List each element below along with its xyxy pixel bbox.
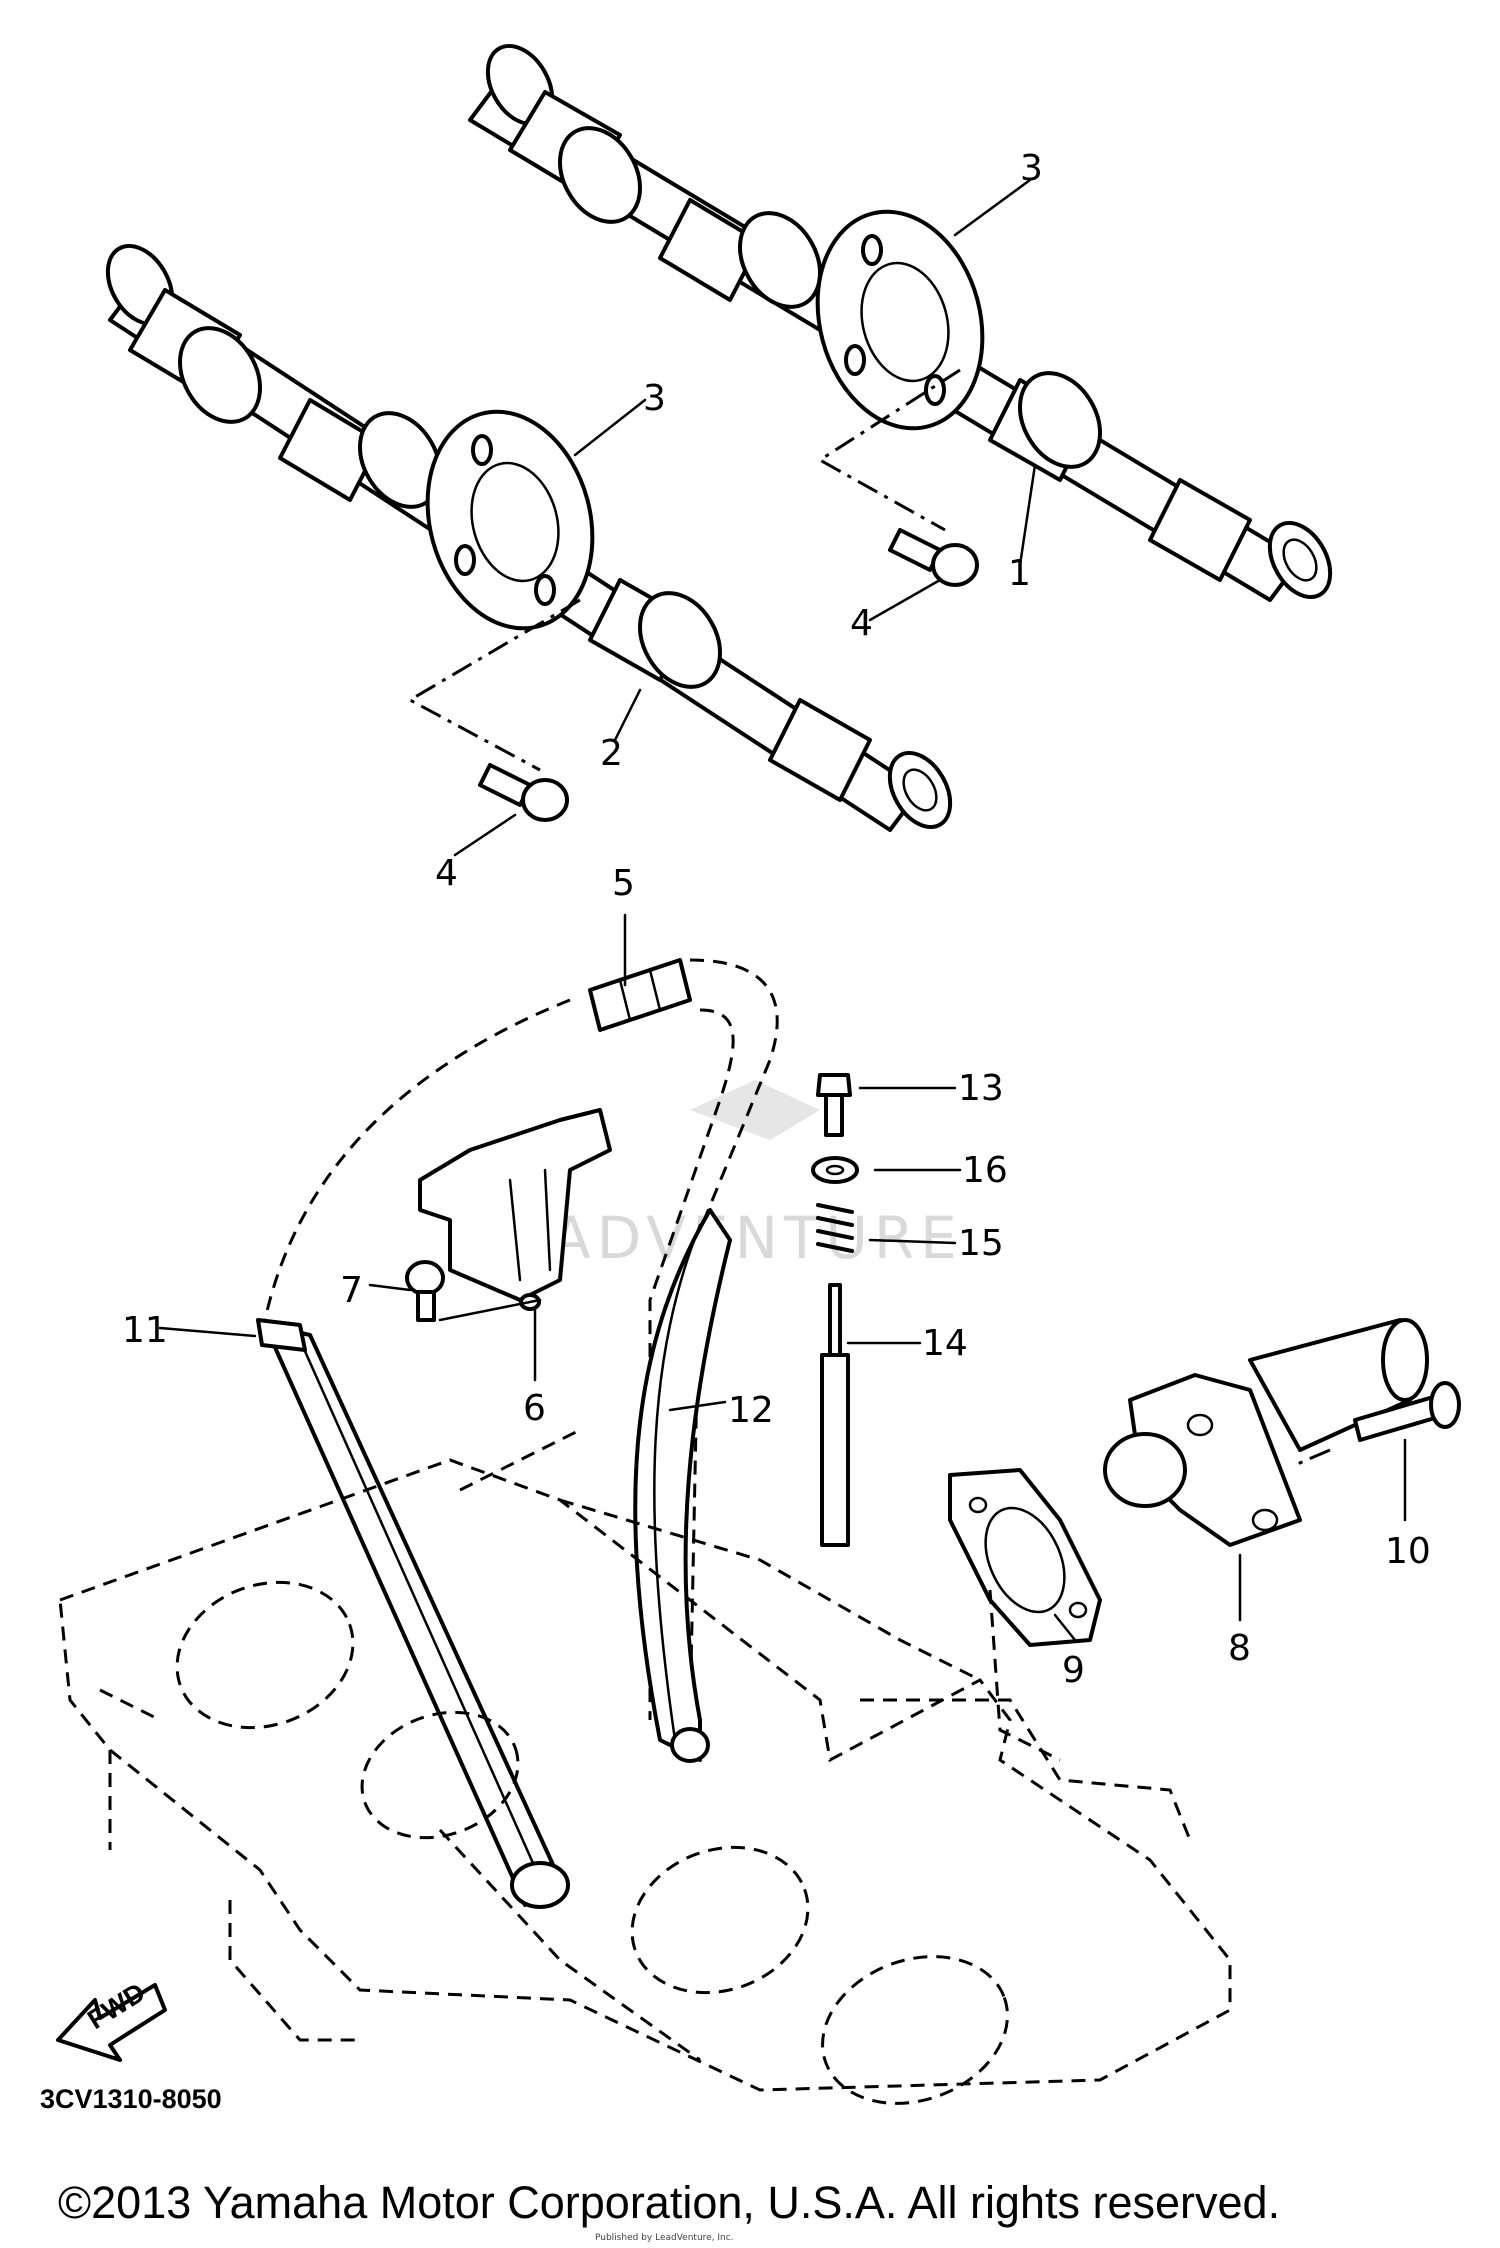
callout-16: 16	[962, 1150, 1008, 1191]
callout-8: 8	[1228, 1628, 1251, 1669]
bolt-10	[1294, 1381, 1461, 1467]
tensioner-8	[1103, 1318, 1429, 1547]
cylinder-head	[58, 1428, 1232, 2105]
sprocket-upper	[815, 209, 985, 431]
publisher-credit: Published by LeadVenture, Inc.	[595, 2233, 734, 2243]
callout-6: 6	[523, 1388, 546, 1429]
callout-4-lower: 4	[435, 853, 458, 894]
callout-3-upper: 3	[1020, 148, 1043, 189]
bolt-lower	[406, 598, 581, 822]
callout-7: 7	[340, 1270, 363, 1311]
leader-lines	[158, 178, 1407, 1642]
callout-15: 15	[958, 1223, 1004, 1264]
chain-guide-11	[256, 1318, 570, 1909]
copyright-notice: ©2013 Yamaha Motor Corporation, U.S.A. A…	[58, 2177, 1280, 2228]
sprocket-lower	[425, 409, 595, 631]
diagram-ref-code: 3CV1310-8050	[40, 2084, 222, 2114]
chain-guide-top	[418, 1108, 612, 1322]
rod-14	[820, 1283, 850, 1547]
chain-guide-12	[633, 1208, 732, 1763]
callout-13: 13	[958, 1068, 1004, 1109]
callout-4-upper: 4	[850, 603, 873, 644]
callout-9: 9	[1062, 1650, 1085, 1691]
callout-11: 11	[122, 1310, 168, 1351]
callout-3-lower: 3	[643, 378, 666, 419]
callout-1: 1	[1008, 553, 1031, 594]
screw-7	[405, 1260, 445, 1322]
washer-16	[811, 1156, 859, 1184]
callout-10: 10	[1385, 1531, 1431, 1572]
bolt-upper	[817, 368, 979, 587]
callout-12: 12	[728, 1390, 774, 1431]
spring-15	[816, 1203, 854, 1253]
callouts: 3 3 1 2 4 4 5 6 7 8 9 10 11 12 13 14 15 …	[122, 148, 1431, 1691]
callout-5: 5	[612, 863, 635, 904]
fwd-arrow-icon: FWD	[56, 1977, 167, 2062]
callout-2: 2	[600, 733, 623, 774]
callout-14: 14	[922, 1323, 968, 1364]
timing-chain	[258, 958, 779, 1721]
gasket-9	[948, 1468, 1102, 1647]
tensioner-bolt-13	[816, 1073, 852, 1137]
